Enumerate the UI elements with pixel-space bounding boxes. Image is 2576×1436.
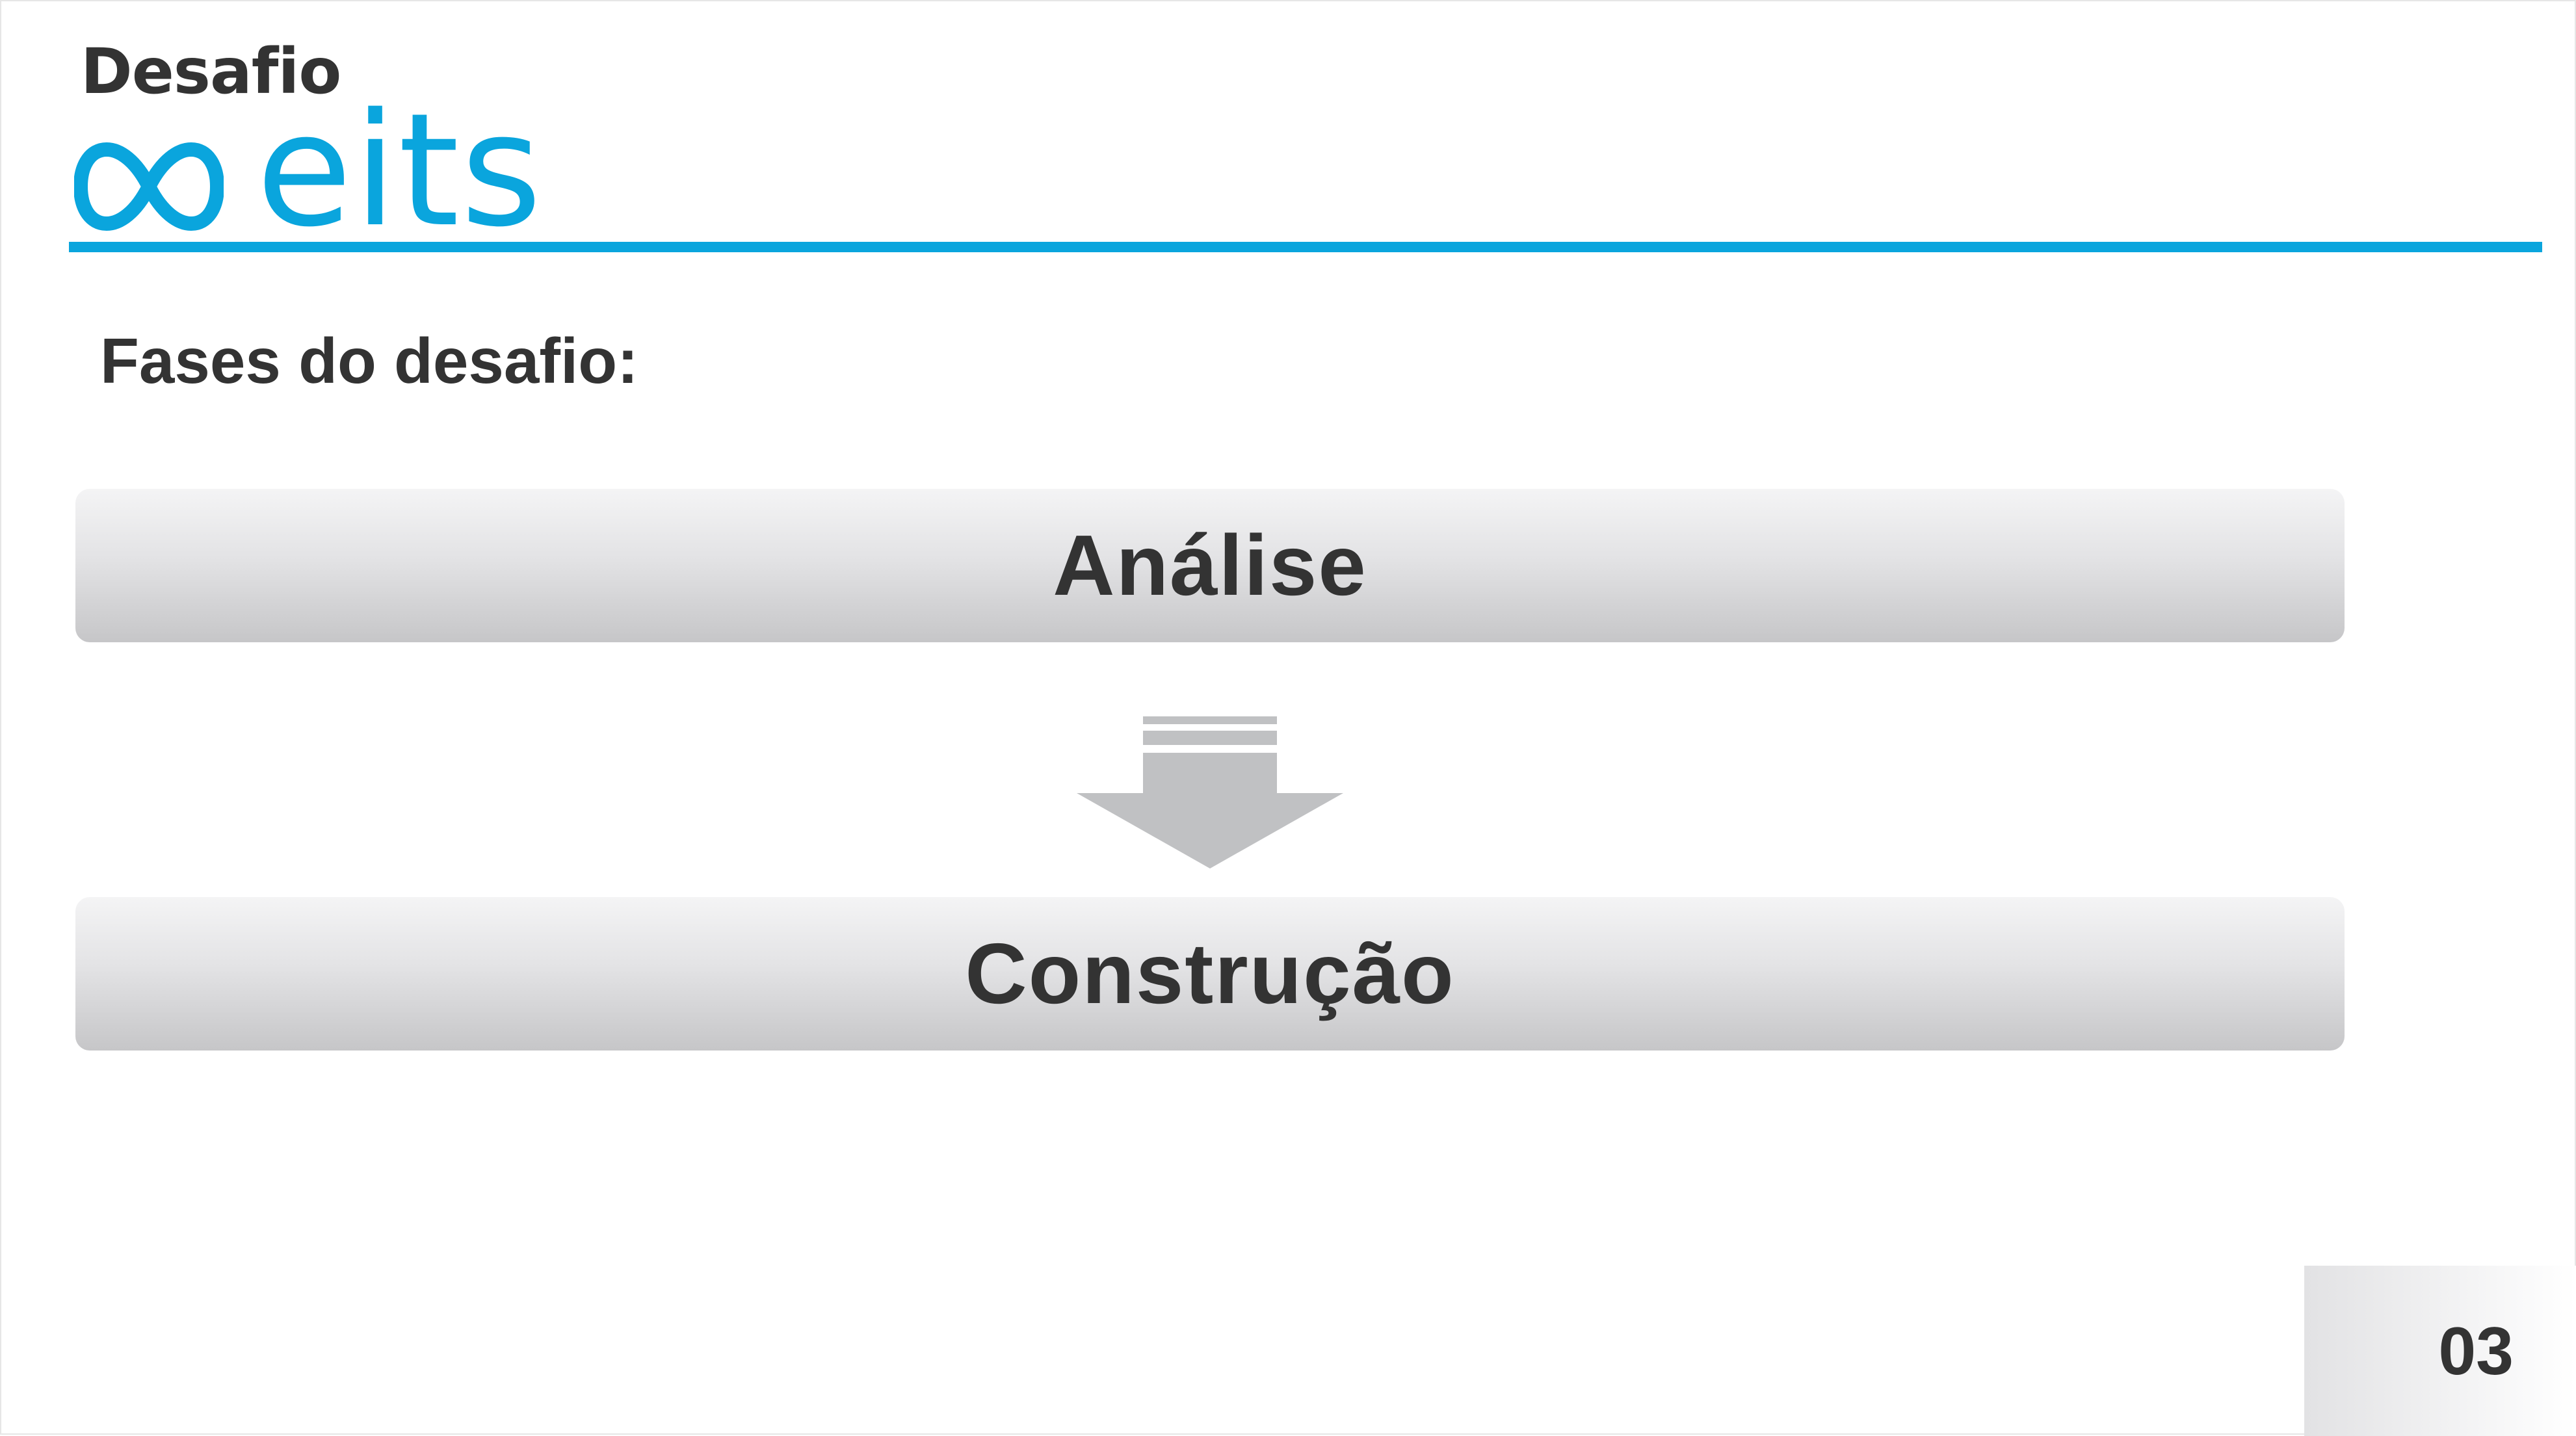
logo: Desafio eits <box>74 27 542 248</box>
header-divider <box>69 242 2542 252</box>
page-number: 03 <box>2438 1314 2514 1389</box>
infinity-icon <box>74 142 224 231</box>
down-arrow-icon <box>1077 716 1343 868</box>
phase-label: Análise <box>1053 517 1367 613</box>
phase-box-construcao: Construção <box>75 897 2345 1051</box>
page-number-box: 03 <box>2304 1266 2576 1436</box>
page-subtitle: Fases do desafio: <box>100 325 638 397</box>
phase-box-analise: Análise <box>75 489 2345 642</box>
logo-prefix: Desafio <box>81 35 341 108</box>
logo-wordmark: eits <box>256 79 544 261</box>
phase-label: Construção <box>965 926 1455 1021</box>
